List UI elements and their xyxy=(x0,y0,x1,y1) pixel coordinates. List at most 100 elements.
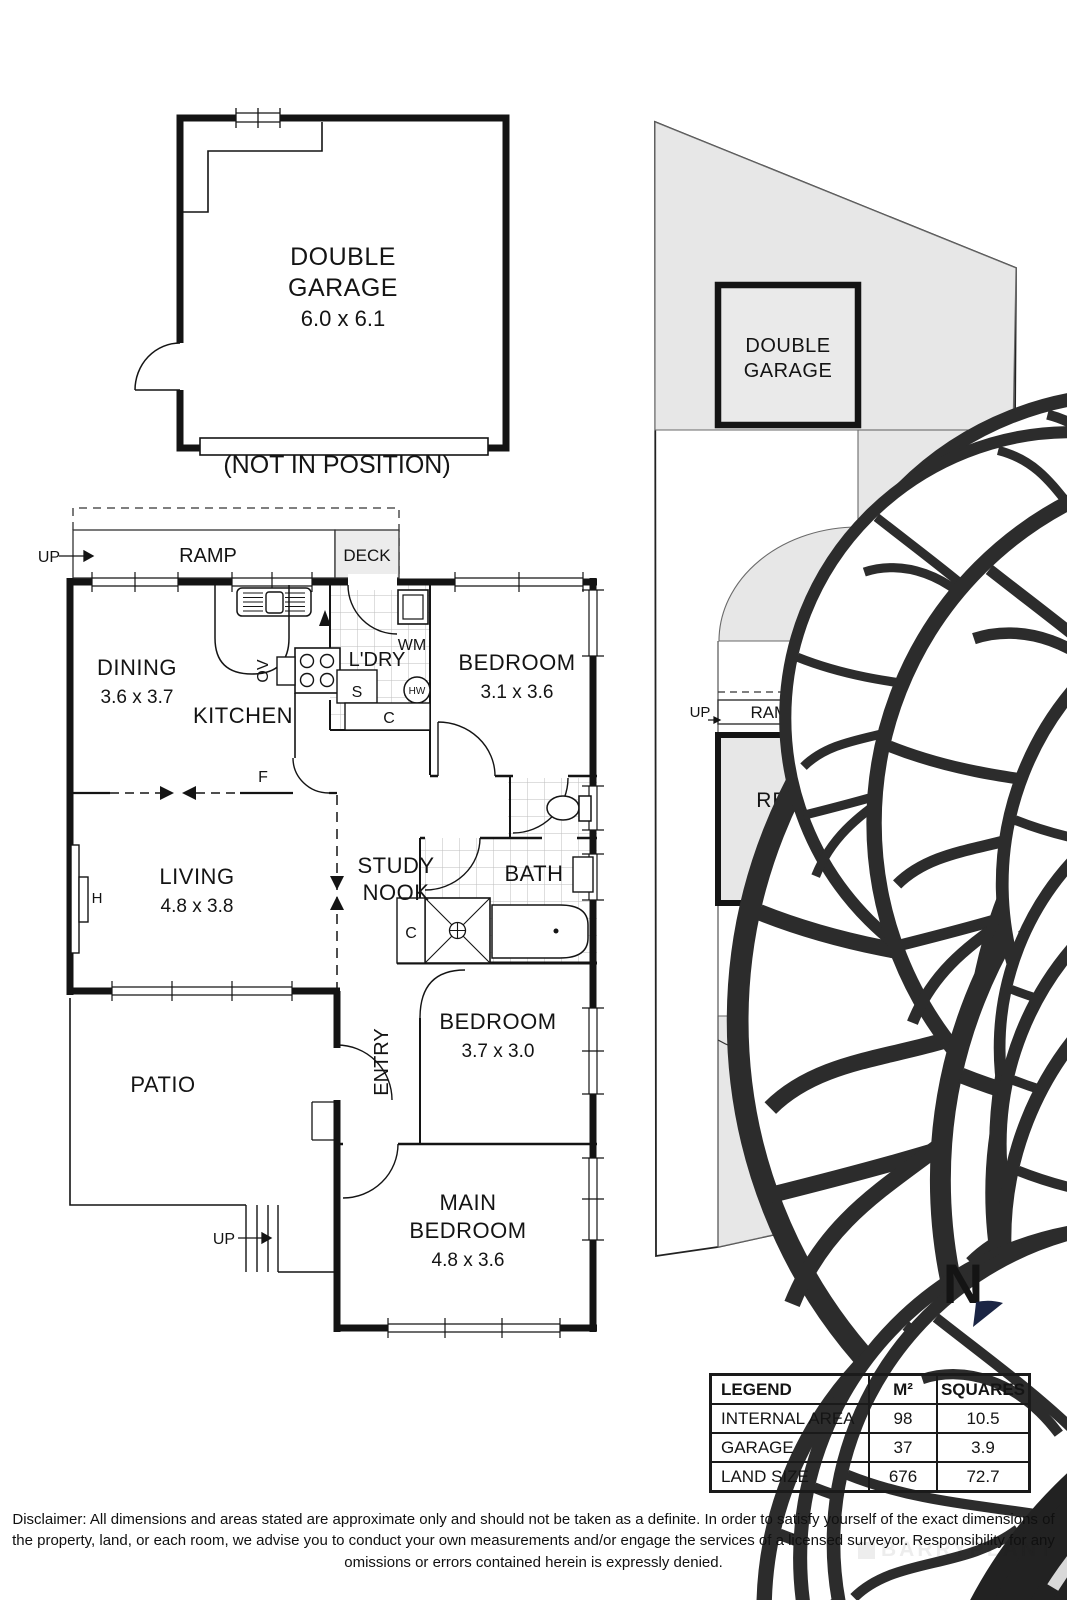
legend-cell: 72.7 xyxy=(936,1461,1031,1493)
legend-cell: LAND SIZE xyxy=(709,1461,870,1493)
basin xyxy=(572,856,594,893)
laundry-cupboard-label: C xyxy=(383,710,395,727)
patio-label: PATIO xyxy=(130,1072,195,1097)
dining-label: DINING xyxy=(97,655,177,680)
mainbed-door-arc xyxy=(342,1143,399,1199)
garage-nook xyxy=(183,122,323,213)
wm-label: WM xyxy=(398,637,426,654)
trough-label: S xyxy=(352,684,363,701)
toilet xyxy=(546,795,592,822)
arrow-down-icon xyxy=(330,876,344,890)
mainbed-label-2: BEDROOM xyxy=(409,1218,526,1243)
study-label-1: STUDY xyxy=(357,853,434,878)
legend-cell: 3.9 xyxy=(936,1432,1031,1463)
hw-label: HW xyxy=(409,686,426,697)
legend-header: LEGEND xyxy=(709,1373,870,1405)
patio-up-arrow xyxy=(238,1231,273,1245)
mainbed-dims: 4.8 x 3.6 xyxy=(432,1250,505,1271)
bed1-label: BEDROOM xyxy=(458,650,575,675)
bed2-door-arc xyxy=(419,969,466,1019)
kitchen-door-arc xyxy=(292,757,330,794)
step-arrow xyxy=(319,610,331,626)
legend-cell: 98 xyxy=(868,1403,938,1434)
bed2-label: BEDROOM xyxy=(439,1009,556,1034)
living-label: LIVING xyxy=(159,864,234,889)
arrow-right-icon xyxy=(160,786,174,800)
patio-outline xyxy=(69,998,246,1206)
window-kitchen xyxy=(231,572,313,592)
site-up-arrow xyxy=(708,716,722,724)
bath-cupboard-label: C xyxy=(405,925,417,942)
kitchen-bench xyxy=(214,585,290,675)
site-up-label: UP xyxy=(690,704,711,721)
legend-cell: INTERNAL AREA xyxy=(709,1403,870,1434)
garage-dims: 6.0 x 6.1 xyxy=(301,306,385,331)
window-mainbed xyxy=(387,1318,561,1338)
ramp xyxy=(72,529,336,579)
ramp-up-arrow xyxy=(59,549,95,563)
patio-up-label: UP xyxy=(213,1231,235,1248)
north-pointer-icon xyxy=(973,1300,1003,1327)
arrow-left-icon xyxy=(182,786,196,800)
kitchen-label: KITCHEN xyxy=(193,703,293,728)
window-bed1 xyxy=(454,572,584,592)
living-dims: 4.8 x 3.8 xyxy=(161,896,234,917)
garage-note: (NOT IN POSITION) xyxy=(223,451,450,479)
arrow-up-icon xyxy=(330,896,344,910)
bed2-dims: 3.7 x 3.0 xyxy=(462,1041,535,1062)
site-garage-label-2: GARAGE xyxy=(744,360,833,382)
brand-logo-icon xyxy=(858,1541,875,1559)
bath-cupboard xyxy=(396,897,426,964)
bath-label: BATH xyxy=(504,861,563,886)
garage-roller-door xyxy=(199,437,489,456)
garage-plan: DOUBLE GARAGE 6.0 x 6.1 (NOT IN POSITION… xyxy=(134,108,510,479)
legend-header-m2: M² xyxy=(868,1373,938,1405)
study-label-2: NOOK xyxy=(363,880,430,905)
disclaimer: Disclaimer: All dimensions and areas sta… xyxy=(0,1509,1067,1573)
front-door-arc xyxy=(336,1044,393,1101)
brand-watermark-text: BARRYPLANT xyxy=(881,1538,1055,1561)
house-plan: RAMP DECK UP xyxy=(38,507,604,1338)
bathtub xyxy=(491,904,589,959)
ramp-up-label: UP xyxy=(38,549,60,566)
window-dining xyxy=(91,572,179,592)
shower xyxy=(424,897,491,964)
disclaimer-text: Disclaimer: All dimensions and areas sta… xyxy=(12,1511,1055,1571)
ramp-label: RAMP xyxy=(179,545,237,567)
legend-header-row: LEGEND M² SQUARES xyxy=(709,1373,1031,1405)
legend-table: LEGEND M² SQUARES INTERNAL AREA 98 10.5 … xyxy=(709,1373,1031,1493)
laundry-label: L'DRY xyxy=(349,649,406,671)
legend-cell: 10.5 xyxy=(936,1403,1031,1434)
site-garage xyxy=(714,281,862,429)
garage-walls xyxy=(176,114,510,452)
fridge-label: F xyxy=(258,769,268,786)
deck-label: DECK xyxy=(343,546,391,565)
legend-row-internal: INTERNAL AREA 98 10.5 xyxy=(709,1403,1031,1434)
legend-row-landsize: LAND SIZE 676 72.7 xyxy=(709,1461,1031,1493)
deck-door-gap xyxy=(348,574,397,590)
legend-cell: 676 xyxy=(868,1461,938,1493)
heater xyxy=(70,844,89,954)
legend-row-garage: GARAGE 37 3.9 xyxy=(709,1432,1031,1463)
front-porch xyxy=(311,1101,337,1141)
bed2-door-gap xyxy=(416,968,424,1018)
dining-dims: 3.6 x 3.7 xyxy=(101,687,174,708)
garage-label-1: DOUBLE xyxy=(290,243,396,271)
garage-window xyxy=(235,108,281,128)
north-arrow: N xyxy=(943,1252,1003,1327)
washing-machine xyxy=(397,589,429,625)
laundry-cupboard xyxy=(344,702,431,731)
site-garage-label-1: DOUBLE xyxy=(745,335,830,357)
legend-header-squares: SQUARES xyxy=(936,1373,1031,1405)
entry-label: ENTRY xyxy=(371,1028,393,1095)
mainbed-label-1: MAIN xyxy=(440,1190,497,1215)
oven-label: OV xyxy=(255,659,272,682)
legend-cell: 37 xyxy=(868,1432,938,1463)
deck xyxy=(334,529,400,579)
bath-door-arc xyxy=(424,837,481,891)
window-living xyxy=(111,981,293,1001)
bed1-dims: 3.1 x 3.6 xyxy=(481,682,554,703)
deck-door-arc xyxy=(347,584,398,635)
